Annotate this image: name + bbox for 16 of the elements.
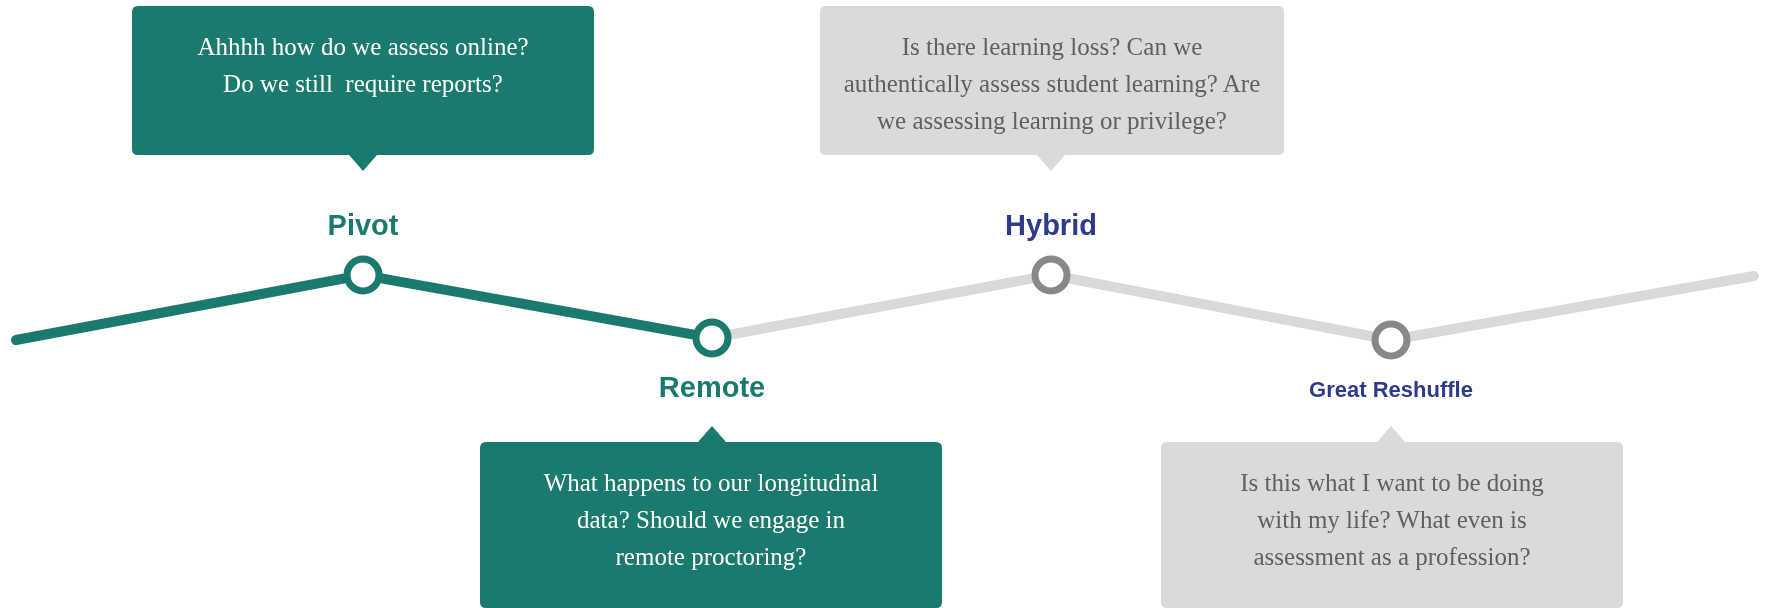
stage-label: Great Reshuffle (1309, 377, 1473, 403)
timeline-marker (1371, 320, 1411, 360)
stage-label: Pivot (327, 208, 399, 242)
question-text: Is this what I want to be doing with my life? What even is assessment as a profession? (1239, 468, 1545, 572)
question-text: Is there learning loss? Can we authentically assess student learning? Are we assessing learning or privilege? (842, 32, 1262, 136)
speech-bubble (1161, 426, 1623, 608)
speech-bubble (820, 6, 1284, 171)
timeline-marker (692, 318, 732, 358)
question-text: Ahhhh how do we assess online? Do we still require reports? (196, 32, 530, 99)
speech-bubble (132, 6, 594, 171)
timeline-marker (1031, 255, 1071, 295)
stage-label: Remote (658, 370, 766, 404)
timeline-marker (343, 255, 383, 295)
stage-label: Hybrid (1005, 208, 1097, 242)
speech-bubble (480, 426, 942, 608)
question-text: What happens to our longitudinal data? Should we engage in remote proctoring? (542, 468, 880, 572)
